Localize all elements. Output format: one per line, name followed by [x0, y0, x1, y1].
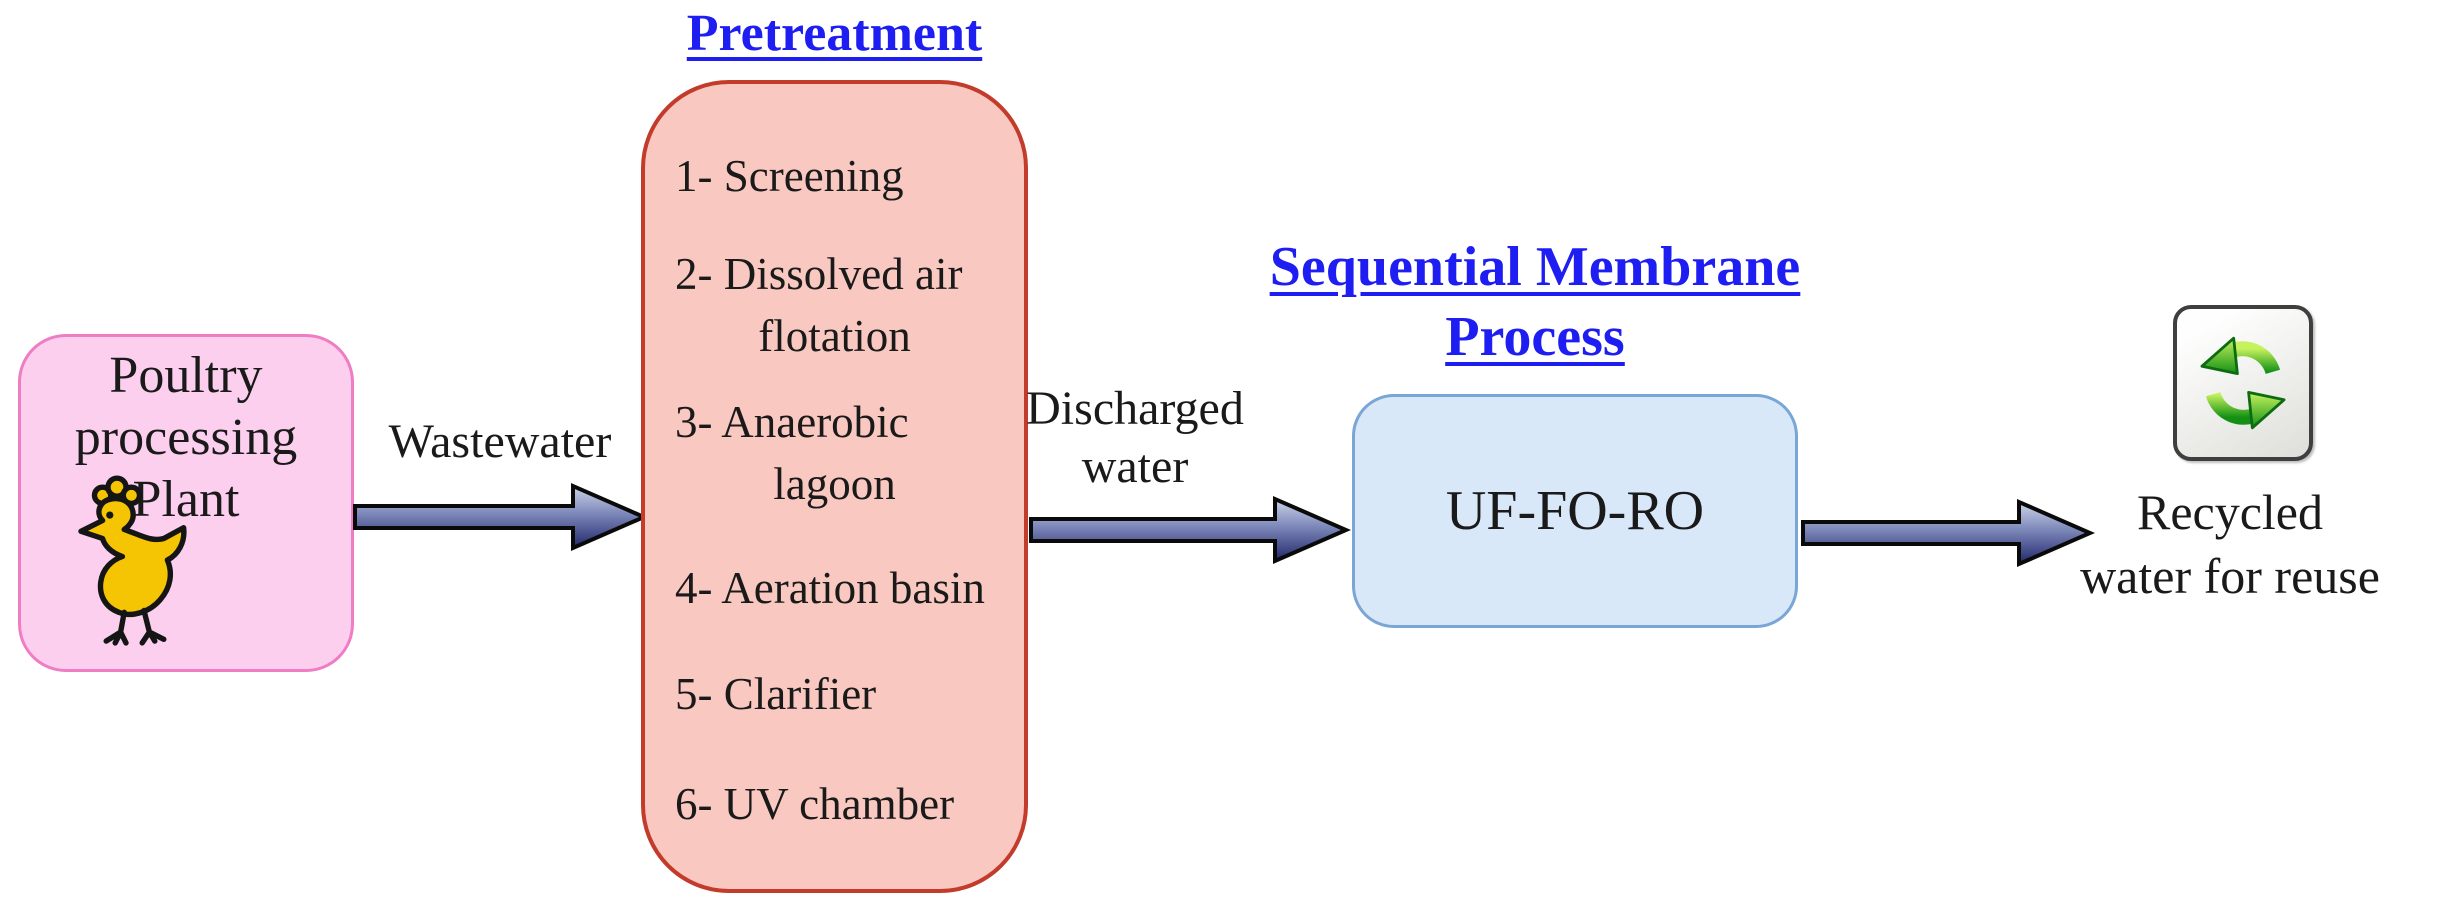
recycled-water-arrow-icon [1801, 498, 2095, 568]
pretreatment-step-4-label: 4- Aeration basin [675, 563, 985, 613]
pretreatment-step-3: 3- Anaerobic lagoon [645, 396, 1024, 510]
pretreatment-step-2-label: 2- Dissolved air [675, 249, 963, 299]
pretreatment-step-6-label: 6- UV chamber [675, 779, 955, 829]
poultry-label-line3: Plant [132, 471, 240, 528]
pretreatment-step-6: 6- UV chamber [645, 778, 1024, 830]
poultry-plant-label: Poultry processing Plant [21, 337, 351, 531]
pretreatment-step-3-label: 3- Anaerobic [675, 397, 909, 447]
poultry-label-line2: processing [74, 409, 298, 466]
pretreatment-title: Pretreatment [686, 5, 983, 62]
discharged-water-arrow-icon [1029, 495, 1351, 565]
wastewater-label: Wastewater [388, 415, 612, 468]
chicken-icon [78, 475, 187, 646]
pretreatment-step-5: 5- Clarifier [645, 668, 1024, 720]
recycled-water-label: Recycled water for reuse [2063, 480, 2397, 608]
pretreatment-step-4: 4- Aeration basin [645, 562, 1024, 614]
pretreatment-step-3-label-cont: lagoon [773, 459, 896, 509]
pretreatment-step-5-label: 5- Clarifier [675, 669, 877, 719]
uf-fo-ro-box: UF-FO-RO [1352, 394, 1798, 628]
pretreatment-step-1: 1- Screening [645, 150, 1024, 202]
pretreatment-step-2-label-cont: flotation [758, 311, 911, 361]
wastewater-arrow-icon [353, 482, 649, 552]
poultry-label-line1: Poultry [109, 347, 263, 404]
pretreatment-step-2: 2- Dissolved air flotation [645, 248, 1024, 362]
recycled-water-line1: Recycled [2136, 484, 2323, 540]
recycled-water-line2: water for reuse [2080, 548, 2380, 604]
recycle-arrows-glyph [2200, 336, 2286, 430]
sequential-membrane-title: Sequential Membrane Process [1240, 232, 1830, 372]
uf-fo-ro-label: UF-FO-RO [1445, 480, 1705, 542]
sequential-membrane-title-line2: Process [1445, 306, 1625, 368]
discharged-water-label: Discharged water [1010, 380, 1260, 496]
pretreatment-box: 1- Screening 2- Dissolved air flotation … [641, 80, 1028, 893]
discharged-water-line2: water [1081, 440, 1189, 493]
discharged-water-line1: Discharged [1026, 382, 1244, 435]
sequential-membrane-title-line1: Sequential Membrane [1269, 236, 1801, 298]
poultry-plant-box: Poultry processing Plant [18, 334, 354, 672]
recycle-icon [2173, 305, 2313, 461]
pretreatment-step-1-label: 1- Screening [675, 151, 904, 201]
